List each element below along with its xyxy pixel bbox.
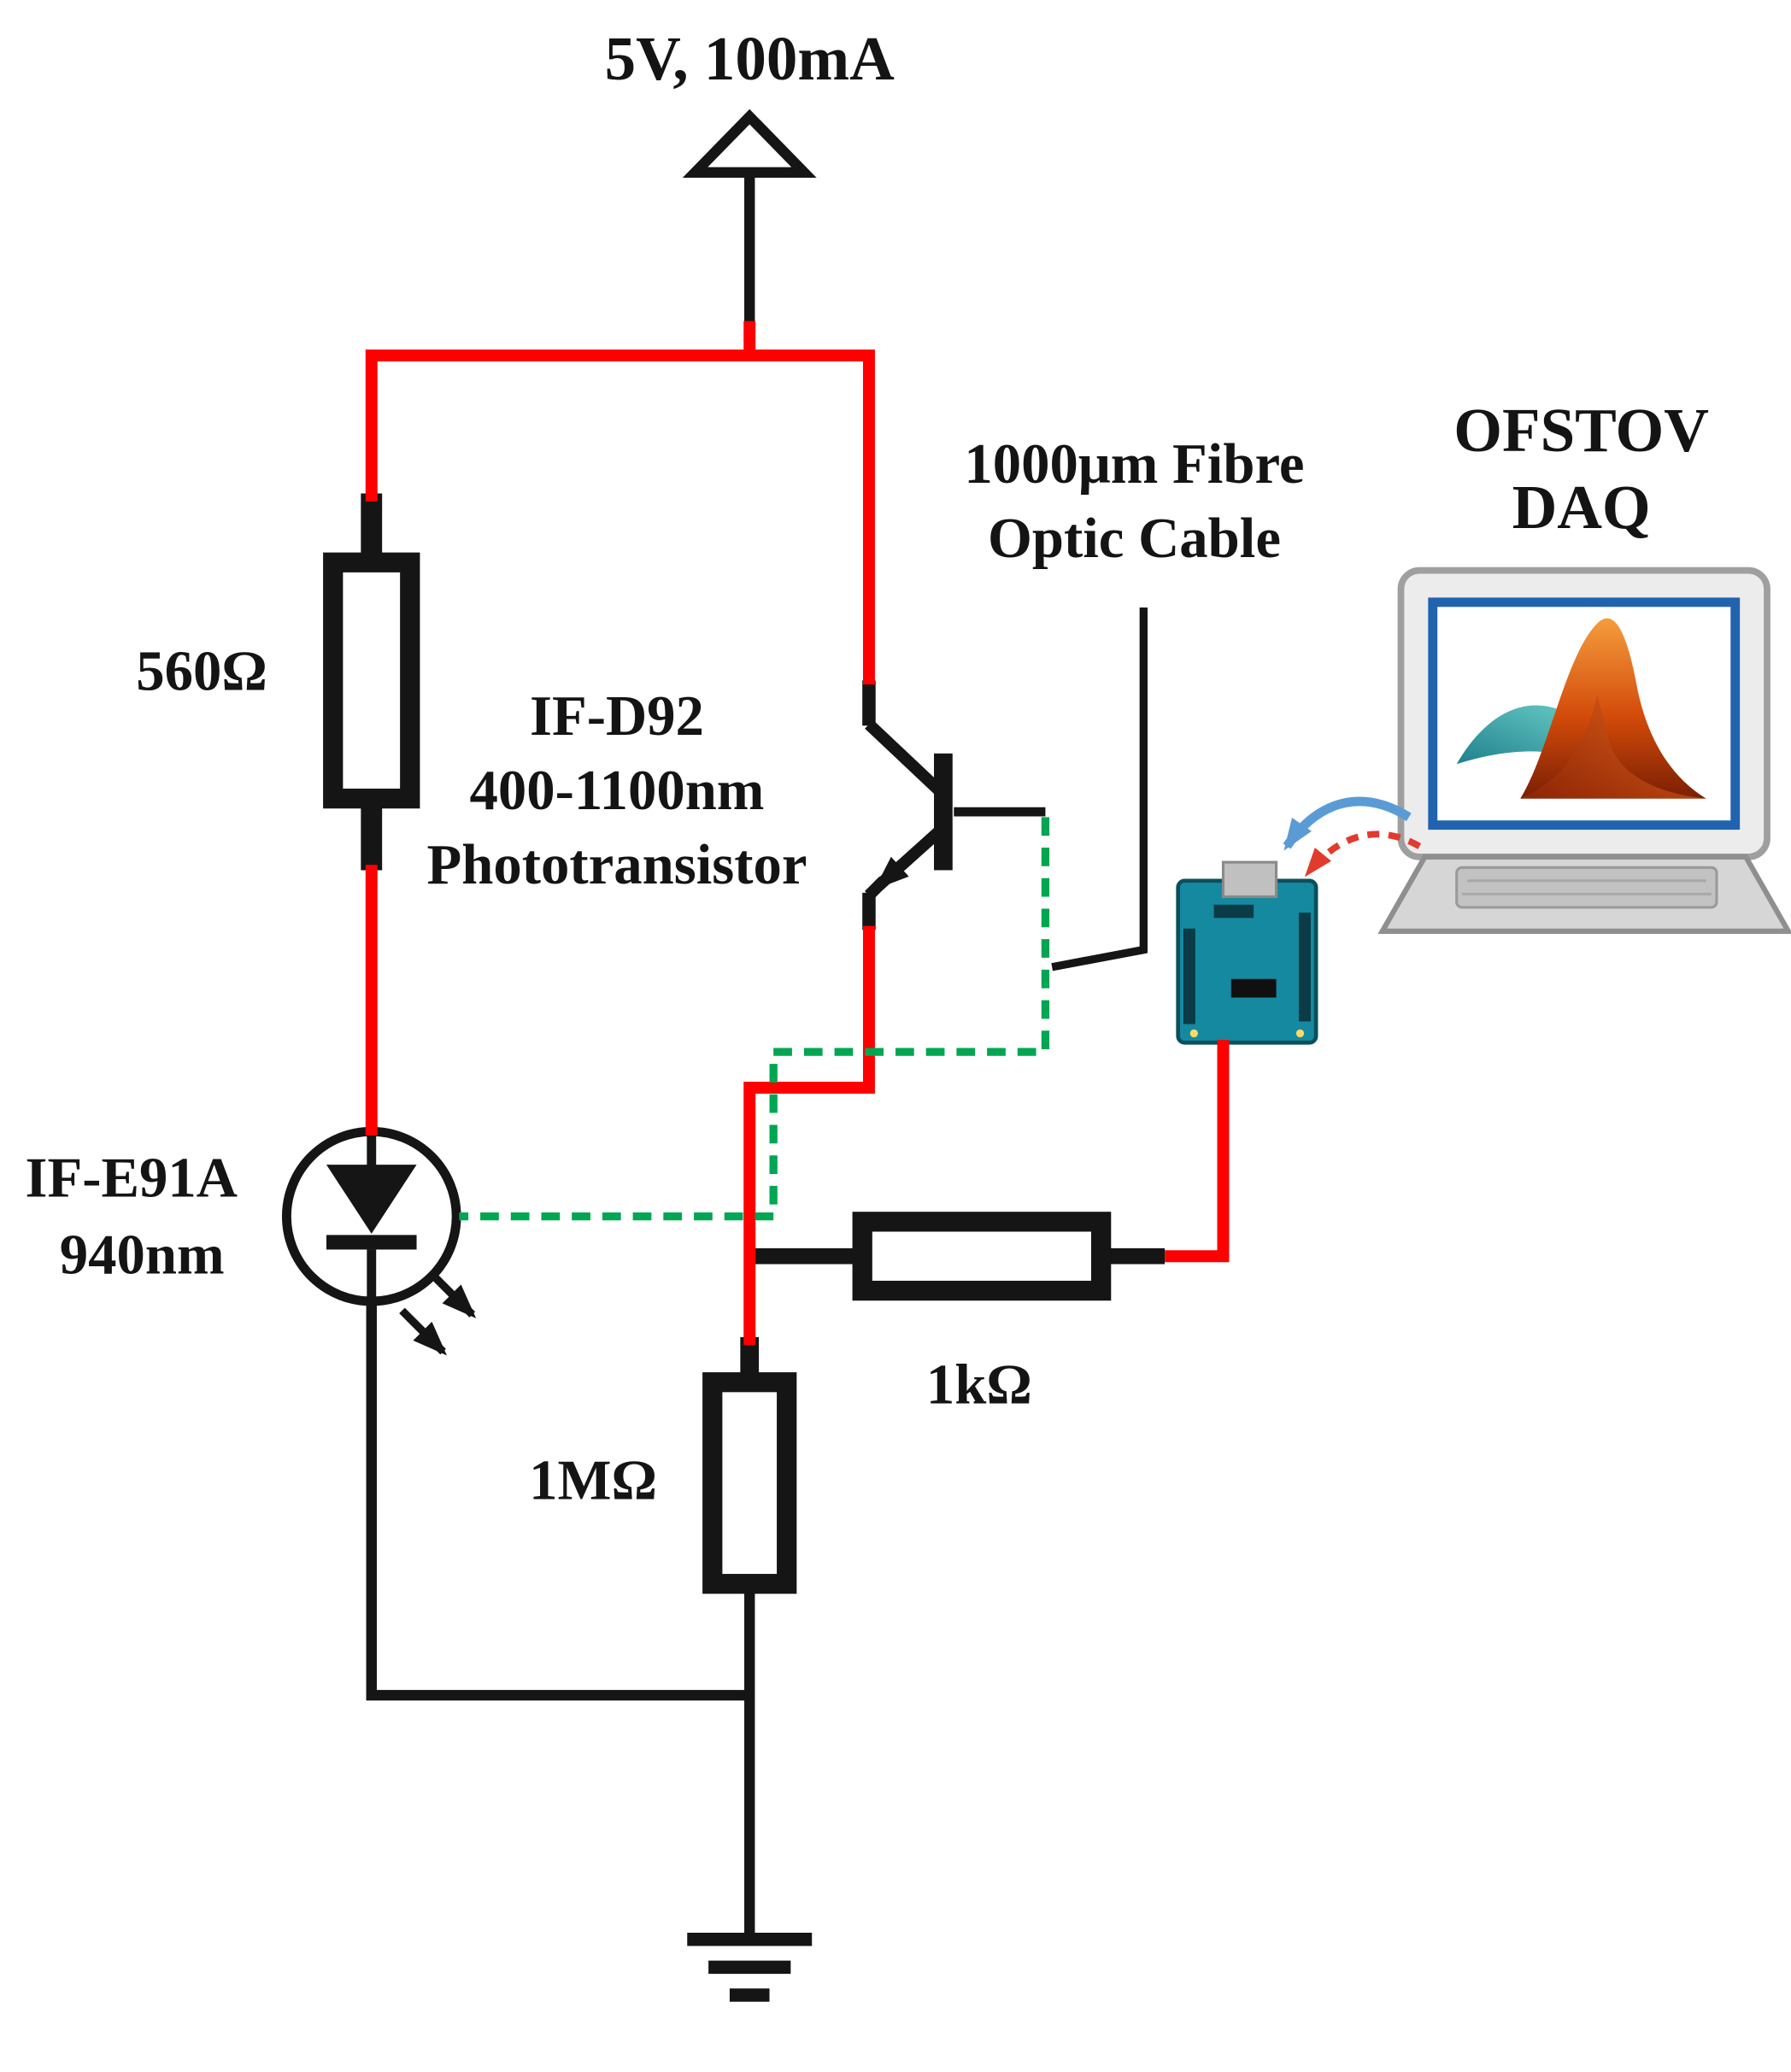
fibre-optic-cable (459, 817, 1050, 1221)
r1k-to-arduino-wire (1165, 1040, 1230, 1263)
phototransistor-label-line1: IF-D92 (530, 685, 704, 748)
daq-label-line2: DAQ (1512, 473, 1651, 542)
led-emission-arrow (399, 1307, 447, 1356)
emitter-to-node-wire (743, 925, 875, 1346)
fibre-label-line1: 1000μm Fibre (964, 433, 1304, 496)
red-wires (365, 320, 1230, 1346)
led-label-line2: 940nm (60, 1224, 225, 1286)
usb-link-arrows (1283, 796, 1422, 878)
resistor-1m-label: 1MΩ (529, 1449, 657, 1511)
resistor-1m-body (702, 1372, 797, 1594)
arduino-chip (1230, 978, 1277, 998)
phototransistor-collector-line (865, 719, 944, 795)
phototransistor-symbol (865, 719, 953, 900)
usb-arrow-blue (1283, 796, 1412, 851)
ground-symbol (687, 1932, 813, 2002)
phototransistor-base-bar (934, 753, 953, 871)
matlab-logo-front-face (1520, 695, 1706, 799)
arduino-pin-header-left (1183, 928, 1195, 1024)
led-return-wire (366, 1300, 750, 1701)
led-label-line1: IF-E91A (26, 1147, 238, 1209)
led-cathode-bar (326, 1235, 417, 1250)
supply-rail-wire (365, 349, 875, 685)
matlab-logo (1456, 618, 1706, 799)
led-symbol (281, 1126, 477, 1356)
black-wires (366, 172, 1148, 1940)
arduino-pad (1295, 1029, 1305, 1038)
arduino-header-top (1213, 904, 1254, 919)
laptop (1377, 566, 1791, 934)
resistor-560-body (323, 552, 420, 809)
power-label: 5V, 100mA (605, 24, 895, 93)
led-anode-triangle (326, 1165, 417, 1234)
phototransistor-label-line2: 400-1100nm (470, 760, 765, 822)
resistor-1k-label: 1kΩ (926, 1354, 1032, 1417)
phototransistor-label-line3: Phototransistor (426, 834, 807, 896)
arduino-pad (1189, 1029, 1198, 1038)
phototransistor-emitter-tip (865, 876, 888, 900)
arduino-usb-connector (1221, 860, 1278, 899)
fibre-label-pointer-line (1051, 608, 1148, 971)
resistor-1k-body (852, 1212, 1112, 1301)
arduino-board (1176, 860, 1318, 1045)
led-emission-arrow (428, 1271, 477, 1318)
usb-arrow-red (1304, 831, 1422, 878)
power-supply-symbol (682, 109, 817, 179)
laptop-keyboard (1455, 866, 1718, 909)
power-triangle (682, 109, 817, 179)
fibre-label-line2: Optic Cable (988, 508, 1281, 570)
resistor-560-label: 560Ω (136, 640, 267, 702)
daq-label-line1: OFSTOV (1453, 396, 1709, 465)
arduino-pin-header-right (1298, 913, 1311, 1022)
matlab-logo-peak (1520, 618, 1706, 799)
phototransistor-emitter-line (874, 823, 948, 891)
